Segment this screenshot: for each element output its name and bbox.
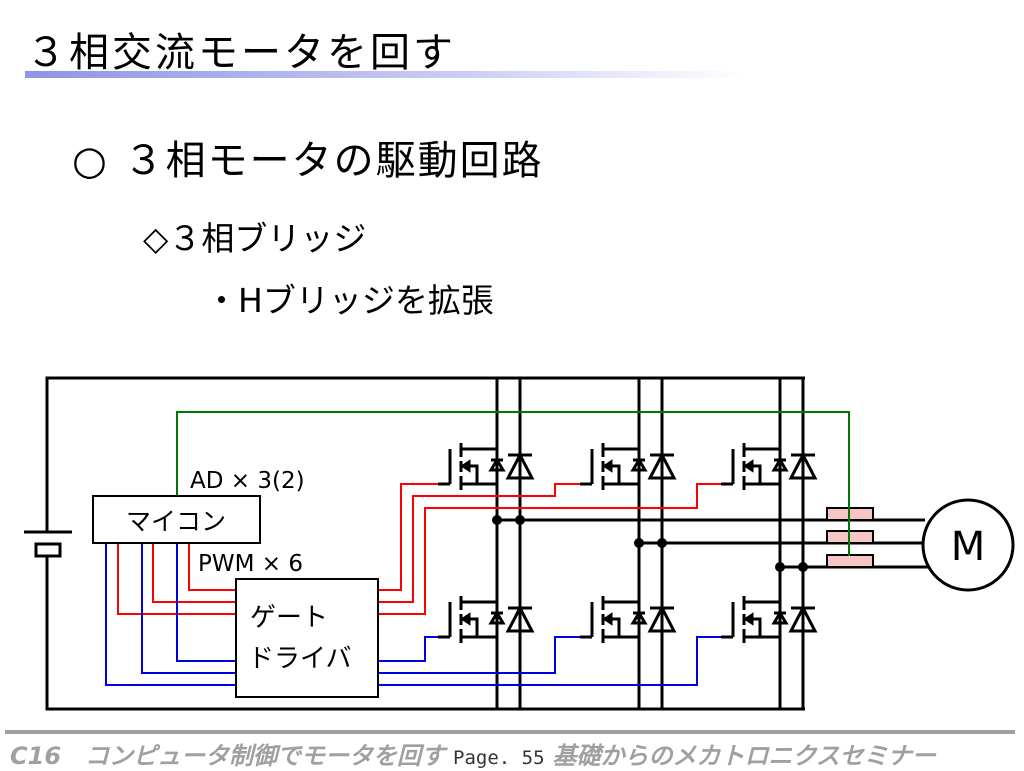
gate-driver-label-line1: ゲート bbox=[250, 603, 328, 633]
microcontroller-box bbox=[92, 495, 261, 544]
ad-sense-wire bbox=[176, 411, 850, 556]
mosfet-w-high bbox=[719, 441, 817, 492]
supply-wire bbox=[45, 376, 805, 532]
motor-label: M bbox=[951, 524, 986, 570]
title-underline bbox=[25, 71, 745, 78]
footer: C16 コンピュータ制御でモータを回す Page. 55 基礎からのメカトロニクスセ… bbox=[10, 736, 936, 771]
ground-wire bbox=[45, 556, 805, 711]
junction-dots bbox=[492, 515, 808, 572]
subheading: ◇３相ブリッジ bbox=[143, 219, 367, 258]
footer-course: C16 コンピュータ制御でモータを回す bbox=[10, 742, 446, 770]
pwm-label: PWM × 6 bbox=[198, 551, 303, 577]
footer-seminar: 基礎からのメカトロニクスセミナー bbox=[552, 742, 936, 770]
microcontroller-label: マイコン bbox=[126, 507, 226, 536]
page-number: Page. 55 bbox=[453, 747, 545, 769]
footer-divider bbox=[5, 730, 1015, 734]
motor bbox=[921, 498, 1015, 592]
heading: ○ ３相モータの駆動回路 bbox=[72, 138, 544, 184]
mosfet-u-high bbox=[436, 441, 534, 492]
mosfet-v-low bbox=[578, 594, 676, 645]
battery-plate-negative bbox=[34, 542, 62, 558]
gate-driver-box bbox=[235, 578, 379, 698]
gate-driver-label-line2: ドライバ bbox=[248, 644, 351, 674]
slide-title: ３相交流モータを回す bbox=[26, 30, 456, 76]
mosfet-v-high bbox=[578, 441, 676, 492]
pwm-high-wires bbox=[117, 483, 721, 615]
mosfet-w-low bbox=[719, 594, 817, 645]
ad-label: AD × 3(2) bbox=[190, 468, 305, 494]
mosfet-u-low bbox=[436, 594, 534, 645]
pwm-low-wires bbox=[105, 543, 721, 686]
bullet: ・Hブリッジを拡張 bbox=[205, 281, 494, 320]
